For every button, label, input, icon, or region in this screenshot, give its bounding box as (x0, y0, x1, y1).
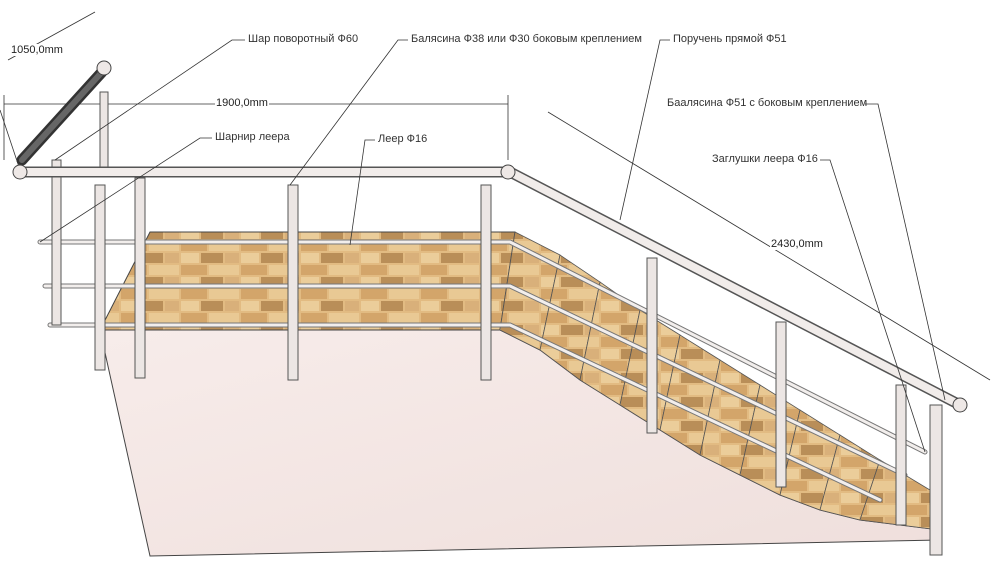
dimension-landing: 1900,0mm (215, 97, 269, 109)
leader-lines (39, 39, 946, 453)
landing-tiles (99, 231, 516, 331)
ball-joint (500, 164, 516, 180)
balusters (51, 91, 943, 556)
dimension-top-rail: 1050,0mm (10, 44, 64, 56)
label-rail-hinge: Шарнир леера (215, 131, 290, 143)
label-handrail: Поручень прямой Ф51 (673, 33, 787, 45)
dimension-stairs: 2430,0mm (770, 238, 824, 250)
ball-joint (952, 397, 968, 413)
label-ball: Шар поворотный Ф60 (248, 33, 359, 45)
label-baluster-small: Балясина Ф38 или Ф30 боковым креплением (411, 33, 642, 45)
label-baluster-large: Баалясина Ф51 с боковым креплением (667, 97, 868, 109)
ball-joint (96, 60, 112, 76)
label-rail-caps: Заглушки леера Ф16 (712, 153, 818, 165)
ball-joint (12, 164, 28, 180)
label-rail: Леер Ф16 (378, 133, 428, 145)
